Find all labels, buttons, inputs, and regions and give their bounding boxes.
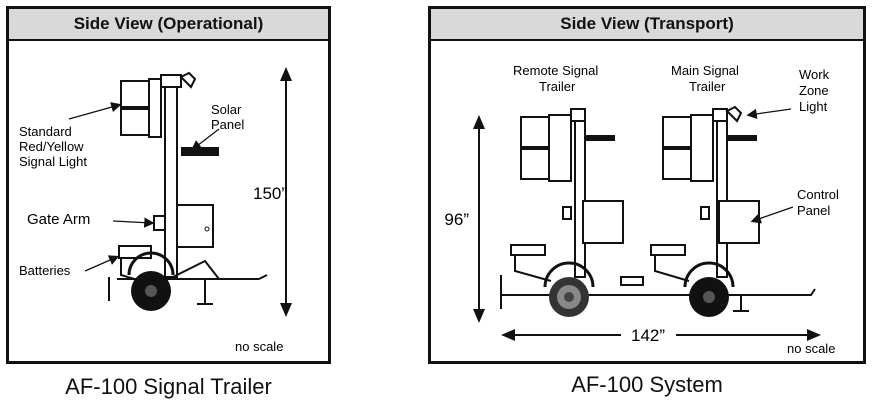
label-length-142: 142”	[631, 326, 665, 345]
signal-light-heads	[120, 78, 162, 138]
control-box	[176, 204, 214, 248]
operational-trailer-diagram: Standard Red/Yellow Signal Light Solar P…	[19, 67, 292, 354]
system-caption: AF-100 System	[571, 372, 723, 397]
transport-system-diagram: Remote Signal Trailer Main Signal Traile…	[444, 63, 839, 356]
label-height-96: 96”	[444, 210, 469, 229]
label-solar-2: Panel	[211, 117, 244, 132]
label-solar-1: Solar	[211, 102, 242, 117]
label-remote-1: Remote Signal	[513, 63, 598, 78]
label-no-scale-right: no scale	[787, 341, 835, 356]
transport-view-header: Side View (Transport)	[431, 9, 863, 41]
height-dimension-96	[473, 115, 485, 323]
label-work-3: Light	[799, 99, 828, 114]
mast	[160, 71, 197, 278]
operational-view-panel: Side View (Operational)	[6, 6, 331, 364]
label-work-1: Work	[799, 67, 830, 82]
height-dimension-150	[280, 67, 292, 317]
solar-panel	[181, 147, 219, 156]
main-wheel	[683, 261, 735, 317]
label-work-2: Zone	[799, 83, 829, 98]
label-no-scale-left: no scale	[235, 339, 283, 354]
remote-signal-trailer	[500, 108, 671, 309]
remote-wheel	[543, 261, 595, 317]
transport-view-panel: Side View (Transport)	[428, 6, 866, 364]
label-signal-light-2: Red/Yellow	[19, 139, 84, 154]
label-signal-light-1: Standard	[19, 124, 72, 139]
label-batteries: Batteries	[19, 263, 71, 278]
label-remote-2: Trailer	[539, 79, 576, 94]
label-signal-light-3: Signal Light	[19, 154, 87, 169]
label-main-1: Main Signal	[671, 63, 739, 78]
label-gate-arm: Gate Arm	[27, 211, 90, 228]
label-control-2: Panel	[797, 203, 830, 218]
main-signal-trailer	[650, 108, 816, 312]
label-control-1: Control	[797, 187, 839, 202]
signal-trailer-caption: AF-100 Signal Trailer	[65, 374, 272, 399]
wheel	[127, 251, 175, 311]
length-dimension-142	[501, 329, 821, 341]
label-height-150: 150”	[253, 184, 287, 203]
gate-arm	[153, 215, 166, 231]
label-main-2: Trailer	[689, 79, 726, 94]
operational-view-header: Side View (Operational)	[9, 9, 328, 41]
